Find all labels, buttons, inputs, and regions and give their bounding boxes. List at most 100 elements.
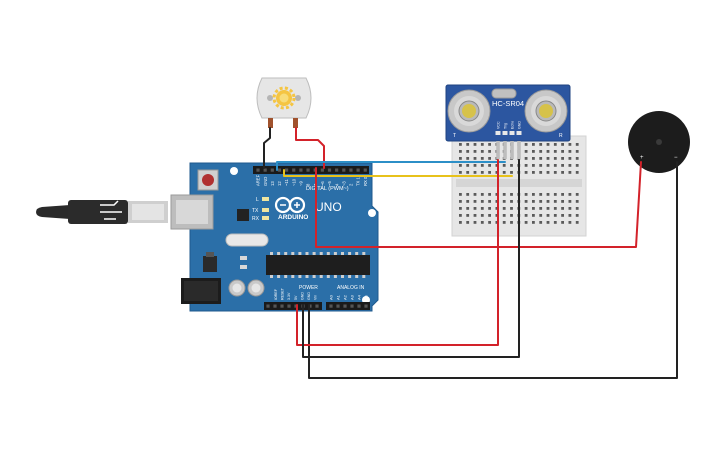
breadboard-hole[interactable] [532, 214, 535, 217]
breadboard-hole[interactable] [480, 200, 484, 203]
breadboard-hole[interactable] [480, 143, 484, 146]
breadboard-hole[interactable] [539, 193, 543, 196]
power-pin-hole[interactable] [287, 304, 291, 308]
analog-pin-hole[interactable] [350, 304, 354, 308]
breadboard-hole[interactable] [459, 221, 462, 224]
breadboard-hole[interactable] [524, 164, 528, 167]
breadboard-hole[interactable] [575, 143, 579, 146]
breadboard-hole[interactable] [488, 171, 491, 174]
digital-pin-hole[interactable] [285, 168, 289, 172]
breadboard-hole[interactable] [459, 143, 462, 146]
breadboard-hole[interactable] [524, 221, 528, 224]
breadboard-hole[interactable] [466, 214, 470, 217]
analog-pin-hole[interactable] [357, 304, 361, 308]
breadboard-hole[interactable] [488, 193, 491, 196]
breadboard-hole[interactable] [561, 200, 564, 203]
breadboard-hole[interactable] [480, 150, 484, 153]
breadboard-hole[interactable] [553, 150, 557, 153]
breadboard-hole[interactable] [488, 143, 491, 146]
breadboard-hole[interactable] [575, 193, 579, 196]
digital-pin-hole[interactable] [292, 168, 296, 172]
digital-pin-hole[interactable] [349, 168, 353, 172]
breadboard-hole[interactable] [546, 200, 550, 203]
wire-trig-blue[interactable] [276, 161, 506, 171]
breadboard-hole[interactable] [488, 200, 491, 203]
analog-pin-hole[interactable] [336, 304, 340, 308]
breadboard-hole[interactable] [524, 193, 528, 196]
breadboard-hole[interactable] [502, 193, 506, 196]
breadboard-hole[interactable] [553, 207, 557, 210]
breadboard-hole[interactable] [561, 214, 564, 217]
breadboard-hole[interactable] [561, 221, 564, 224]
breadboard-hole[interactable] [510, 193, 513, 196]
breadboard-hole[interactable] [473, 157, 477, 160]
breadboard-hole[interactable] [546, 157, 550, 160]
breadboard-hole[interactable] [568, 171, 572, 174]
breadboard-hole[interactable] [575, 150, 579, 153]
breadboard-hole[interactable] [495, 193, 499, 196]
breadboard-hole[interactable] [546, 171, 550, 174]
breadboard-hole[interactable] [561, 207, 564, 210]
breadboard-hole[interactable] [575, 214, 579, 217]
breadboard-hole[interactable] [495, 200, 499, 203]
breadboard-hole[interactable] [459, 193, 462, 196]
breadboard-hole[interactable] [532, 150, 535, 153]
breadboard-hole[interactable] [466, 157, 470, 160]
breadboard-hole[interactable] [539, 150, 543, 153]
digital-pin-hole[interactable] [327, 168, 332, 172]
wire-buzzer-plus[interactable] [315, 161, 642, 248]
breadboard-hole[interactable] [575, 221, 579, 224]
digital-pin-hole[interactable] [270, 168, 274, 172]
breadboard-hole[interactable] [510, 171, 513, 174]
dc-motor[interactable] [256, 77, 312, 128]
breadboard-hole[interactable] [539, 143, 543, 146]
breadboard-hole[interactable] [488, 164, 491, 167]
breadboard-hole[interactable] [473, 143, 477, 146]
sensor-pin[interactable] [510, 141, 514, 159]
breadboard-hole[interactable] [466, 200, 470, 203]
digital-pin-hole[interactable] [342, 168, 346, 172]
wire-motor-gnd[interactable] [263, 127, 271, 169]
breadboard-hole[interactable] [480, 207, 484, 210]
breadboard-hole[interactable] [510, 221, 513, 224]
breadboard-hole[interactable] [575, 164, 579, 167]
breadboard-hole[interactable] [532, 221, 535, 224]
breadboard-hole[interactable] [466, 207, 470, 210]
breadboard-hole[interactable] [568, 164, 572, 167]
breadboard-hole[interactable] [466, 193, 470, 196]
breadboard-hole[interactable] [568, 157, 572, 160]
breadboard-hole[interactable] [524, 214, 528, 217]
breadboard-hole[interactable] [480, 221, 484, 224]
breadboard-hole[interactable] [532, 164, 535, 167]
breadboard-hole[interactable] [546, 221, 550, 224]
breadboard-hole[interactable] [488, 221, 491, 224]
power-pin-hole[interactable] [266, 304, 270, 308]
breadboard-hole[interactable] [473, 221, 477, 224]
breadboard-hole[interactable] [459, 164, 462, 167]
breadboard-hole[interactable] [546, 193, 550, 196]
analog-pin-hole[interactable] [329, 304, 333, 308]
breadboard-hole[interactable] [480, 164, 484, 167]
wire-echo-yellow[interactable] [283, 169, 513, 177]
sensor-pin[interactable] [517, 141, 521, 159]
breadboard-hole[interactable] [561, 193, 564, 196]
breadboard-hole[interactable] [488, 207, 491, 210]
breadboard-hole[interactable] [510, 207, 513, 210]
breadboard-hole[interactable] [553, 193, 557, 196]
breadboard-hole[interactable] [561, 164, 564, 167]
reset-button-cap[interactable] [202, 174, 214, 186]
breadboard-hole[interactable] [480, 214, 484, 217]
power-pin-hole[interactable] [315, 304, 319, 308]
breadboard-hole[interactable] [539, 171, 543, 174]
breadboard-hole[interactable] [546, 164, 550, 167]
breadboard-hole[interactable] [524, 200, 528, 203]
digital-pin-hole[interactable] [263, 168, 267, 172]
breadboard-hole[interactable] [568, 214, 572, 217]
breadboard-hole[interactable] [561, 143, 564, 146]
breadboard-hole[interactable] [575, 171, 579, 174]
breadboard-hole[interactable] [459, 200, 462, 203]
breadboard-hole[interactable] [488, 150, 491, 153]
breadboard-hole[interactable] [459, 207, 462, 210]
digital-pin-hole[interactable] [335, 168, 339, 172]
breadboard-hole[interactable] [473, 207, 477, 210]
